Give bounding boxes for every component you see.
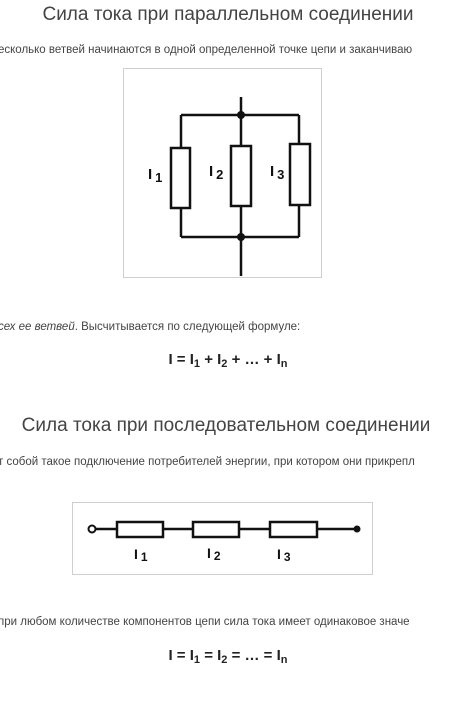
top-junction-dot bbox=[237, 111, 245, 119]
italic-fragment: сех ее ветвей bbox=[0, 321, 75, 333]
resistor-3 bbox=[288, 142, 312, 207]
parallel-description-text: сех ее ветвей. Высчитывается по следующе… bbox=[0, 321, 300, 333]
series-heading: Сила тока при последовательном соединени… bbox=[21, 415, 431, 436]
bottom-junction-dot bbox=[237, 233, 245, 241]
series-resistor-2 bbox=[191, 520, 241, 539]
series-description-text: при любом количестве компонентов цепи си… bbox=[0, 616, 410, 628]
resistor-2 bbox=[229, 144, 253, 208]
series-resistor-1 bbox=[115, 520, 165, 539]
terminal-right bbox=[353, 525, 361, 533]
parallel-intro-text: есколько ветвей начинаются в одной опред… bbox=[0, 44, 413, 56]
series-intro-text: т собой такое подключение потребителей э… bbox=[0, 456, 415, 468]
parallel-heading: Сила тока при параллельном соединении bbox=[42, 4, 414, 25]
series-resistor-3 bbox=[268, 520, 319, 539]
parallel-formula: I = I1 + I2 + … + In bbox=[168, 351, 288, 370]
description-rest: . Высчитывается по следующей формуле: bbox=[74, 321, 301, 333]
resistor-1 bbox=[169, 146, 192, 210]
terminal-left bbox=[87, 524, 97, 534]
series-formula: I = I1 = I2 = … = In bbox=[168, 647, 288, 666]
